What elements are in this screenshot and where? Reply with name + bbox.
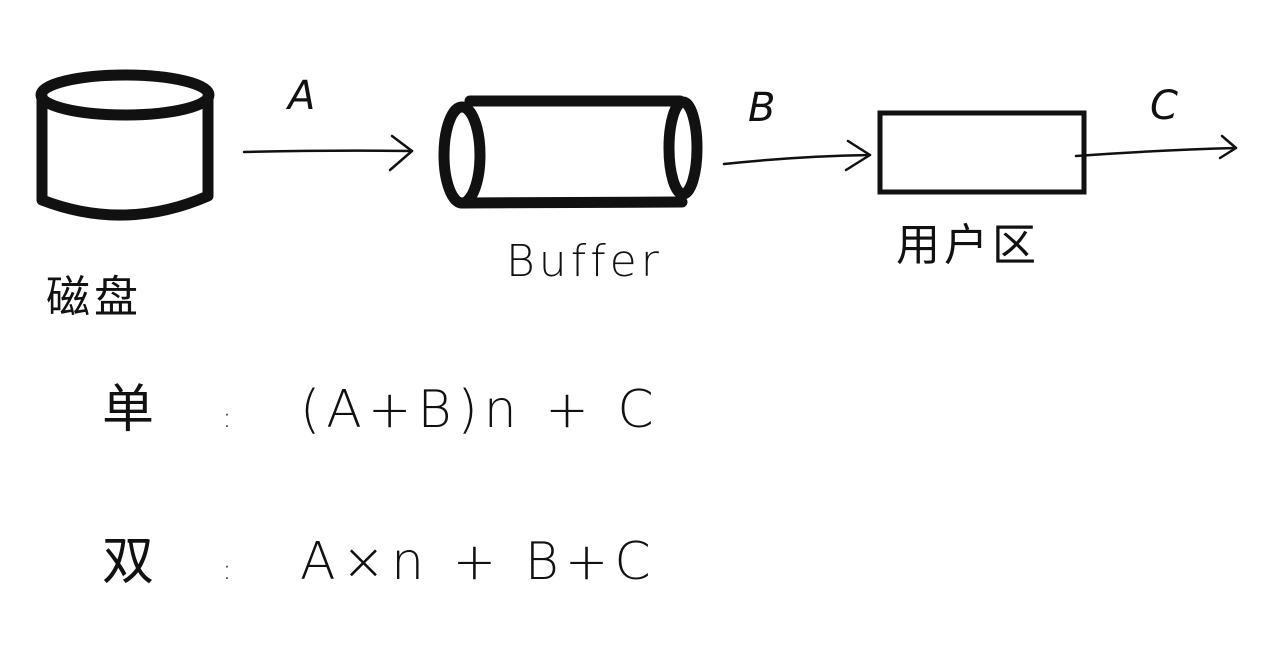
- disk-cylinder: [35, 69, 215, 221]
- arrow-a-shaft: [242, 149, 414, 154]
- formula-double-label: 双: [102, 532, 161, 592]
- buffer-left-ellipse: [438, 101, 486, 209]
- disk-label: 磁盘: [46, 272, 142, 323]
- arrow-a-label: A: [288, 73, 316, 119]
- disk-body: [36, 90, 214, 221]
- user-area-label: 用户区: [896, 220, 1040, 271]
- formula-single-separator: :: [222, 401, 238, 434]
- arrow-c-head: [1218, 134, 1238, 160]
- arrow-c-label: C: [1150, 83, 1178, 129]
- formula-single: 单:(A+B)n + C: [102, 384, 660, 436]
- buffer-bottom-edge: [456, 196, 688, 209]
- formula-single-expression: (A+B)n + C: [300, 380, 660, 440]
- buffer-right-ellipse: [663, 96, 703, 200]
- arrow-c: [1074, 134, 1238, 160]
- arrow-c-shaft: [1074, 146, 1238, 158]
- formula-single-label: 单: [102, 380, 161, 440]
- arrow-b: [722, 139, 872, 172]
- arrow-a-head: [388, 134, 414, 172]
- buffer-cylinder: [438, 95, 703, 209]
- disk-top-ellipse: [35, 69, 215, 121]
- buffer-label: Buffer: [506, 236, 663, 287]
- formula-double-expression: A×n + B+C: [300, 532, 657, 592]
- user-area-box: [877, 110, 1087, 195]
- formula-double: 双:A×n + B+C: [102, 536, 657, 588]
- arrow-b-head: [844, 139, 872, 172]
- arrow-b-shaft: [722, 153, 872, 166]
- arrow-a: [242, 134, 414, 172]
- formula-double-separator: :: [222, 553, 238, 586]
- arrow-b-label: B: [748, 85, 776, 131]
